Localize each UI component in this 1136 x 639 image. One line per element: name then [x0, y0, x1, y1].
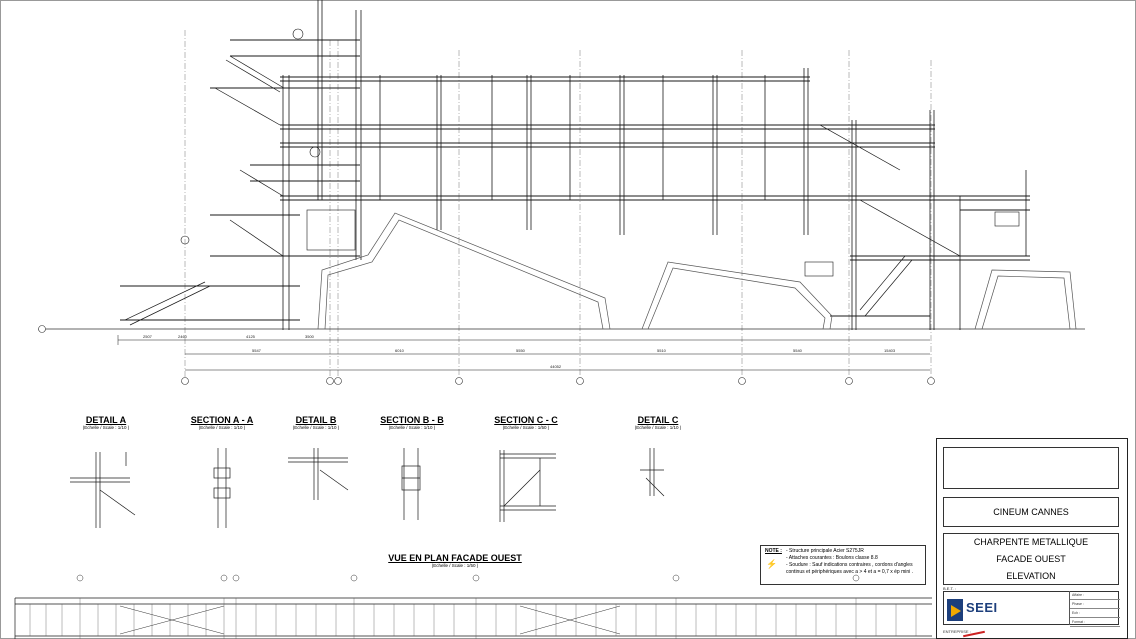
dim-label: 5550	[516, 348, 526, 353]
dim-label: 4125	[246, 334, 256, 339]
dim-label: 2507	[143, 334, 153, 339]
dim-label: 5540	[793, 348, 803, 353]
bet-label: B.E.T. :	[943, 586, 956, 591]
description-line-3: ELEVATION	[1006, 570, 1056, 581]
dim-label: 6010	[395, 348, 405, 353]
description-line-1: CHARPENTE METALLIQUE	[973, 536, 1089, 547]
grid-axis-markers	[38, 325, 935, 385]
detail-b-title: DETAIL B	[295, 415, 337, 425]
dim-label: 5547	[252, 348, 262, 353]
detail-c-title: DETAIL C	[637, 415, 679, 425]
detail-b-drawing	[288, 448, 349, 500]
welding-symbol-icon: ⚡	[766, 559, 778, 569]
detail-a-scale: (Echelle / Scale : 1/10 )	[82, 425, 130, 430]
section-cc-scale: (Echelle / Scale : 1/50 )	[502, 425, 550, 430]
dimension-labels: 2507 2460 4125 3500 5547 6010 5550 5510 …	[143, 334, 896, 369]
ref-row: Ech :	[1070, 609, 1120, 618]
detail-c-drawing	[640, 448, 665, 497]
detail-a-drawing	[70, 452, 136, 528]
section-bb-title: SECTION B - B	[380, 415, 444, 425]
dim-label: 3500	[305, 334, 315, 339]
section-aa-scale: (Echelle / Scale : 1/10 )	[198, 425, 246, 430]
ref-row: Affaire :	[1070, 591, 1120, 600]
detail-drawings	[70, 448, 665, 528]
dim-label: 5510	[657, 348, 667, 353]
notes-heading: NOTE :	[765, 548, 782, 554]
reference-column: Affaire : Phase : Ech : Format :	[1069, 591, 1120, 627]
detail-a-title: DETAIL A	[85, 415, 127, 425]
general-notes: NOTE : ⚡ - Structure principale Acier S2…	[760, 545, 926, 585]
dim-label: 15403	[884, 348, 896, 353]
section-cc-drawing	[499, 450, 556, 522]
note-line: - Structure principale Acier S275JR	[786, 548, 864, 554]
entreprise-label: ENTREPRISE :	[943, 629, 971, 634]
elevation-drawing	[38, 0, 1085, 378]
title-block: CINEUM CANNES CHARPENTE METALLIQUE FACAD…	[936, 438, 1128, 639]
plan-view-title: VUE EN PLAN FACADE OUEST	[388, 553, 522, 563]
dim-label: 44052	[550, 364, 562, 369]
plan-view-scale: (Echelle / Scale : 1/50 )	[431, 563, 479, 568]
note-line: - Soudure : Sauf indications contraires …	[786, 562, 913, 568]
section-aa-drawing	[213, 448, 231, 528]
section-aa-title: SECTION A - A	[190, 415, 254, 425]
description-line-2: FACADE OUEST	[996, 553, 1066, 564]
dim-label: 2460	[178, 334, 188, 339]
detail-c-scale: (Echelle / Scale : 1/10 )	[634, 425, 682, 430]
drawing-description: CHARPENTE METALLIQUE FACADE OUEST ELEVAT…	[943, 533, 1119, 585]
plan-view-drawing	[14, 574, 932, 639]
detail-b-scale: (Echelle / Scale : 1/10 )	[292, 425, 340, 430]
ref-row: Format :	[1070, 618, 1120, 627]
logo-triangle-icon	[951, 605, 961, 617]
section-bb-scale: (Echelle / Scale : 1/10 )	[388, 425, 436, 430]
note-line: - Attaches courantes : Boulons classe 8.…	[786, 555, 878, 561]
section-bb-drawing	[401, 448, 421, 520]
logo-text: SEEI	[966, 600, 998, 615]
note-line: continus et périphériques avec a > 4 et …	[786, 569, 914, 575]
ref-row: Phase :	[1070, 600, 1120, 609]
project-name: CINEUM CANNES	[943, 497, 1119, 527]
section-cc-title: SECTION C - C	[494, 415, 558, 425]
seei-logo: SEEI	[947, 599, 1005, 621]
title-block-blank-area	[943, 447, 1119, 489]
